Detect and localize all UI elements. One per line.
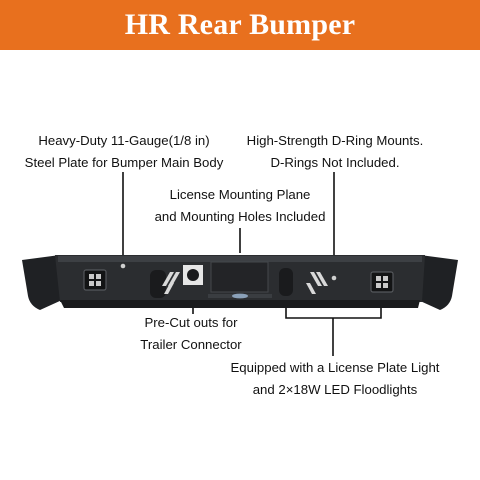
callout-trailer-line1: Pre-Cut outs for — [144, 315, 238, 330]
rear-bumper-image — [22, 255, 458, 310]
callout-steel-plate: Heavy-Duty 11-Gauge(1/8 in) Steel Plate … — [12, 130, 236, 174]
callout-lights-line1: Equipped with a License Plate Light — [230, 360, 440, 375]
callout-trailer: Pre-Cut outs for Trailer Connector — [126, 312, 256, 356]
callout-steel-plate-line2: Steel Plate for Bumper Main Body — [24, 155, 224, 170]
callout-lights-line2: and 2×18W LED Floodlights — [252, 382, 418, 397]
callout-license-plane-line1: License Mounting Plane — [169, 187, 311, 202]
callout-d-ring-line1: High-Strength D-Ring Mounts. — [246, 133, 424, 148]
callout-lights: Equipped with a License Plate Light and … — [210, 357, 460, 401]
callout-steel-plate-line1: Heavy-Duty 11-Gauge(1/8 in) — [38, 133, 210, 148]
page-title: HR Rear Bumper — [124, 8, 356, 41]
callout-trailer-line2: Trailer Connector — [140, 337, 242, 352]
callout-license-plane-line2: and Mounting Holes Included — [154, 209, 326, 224]
callout-license-plane: License Mounting Plane and Mounting Hole… — [138, 184, 342, 228]
callout-d-ring: High-Strength D-Ring Mounts. D-Rings Not… — [234, 130, 436, 174]
header-banner: HR Rear Bumper — [0, 0, 480, 50]
callout-d-ring-line2: D-Rings Not Included. — [270, 155, 400, 170]
